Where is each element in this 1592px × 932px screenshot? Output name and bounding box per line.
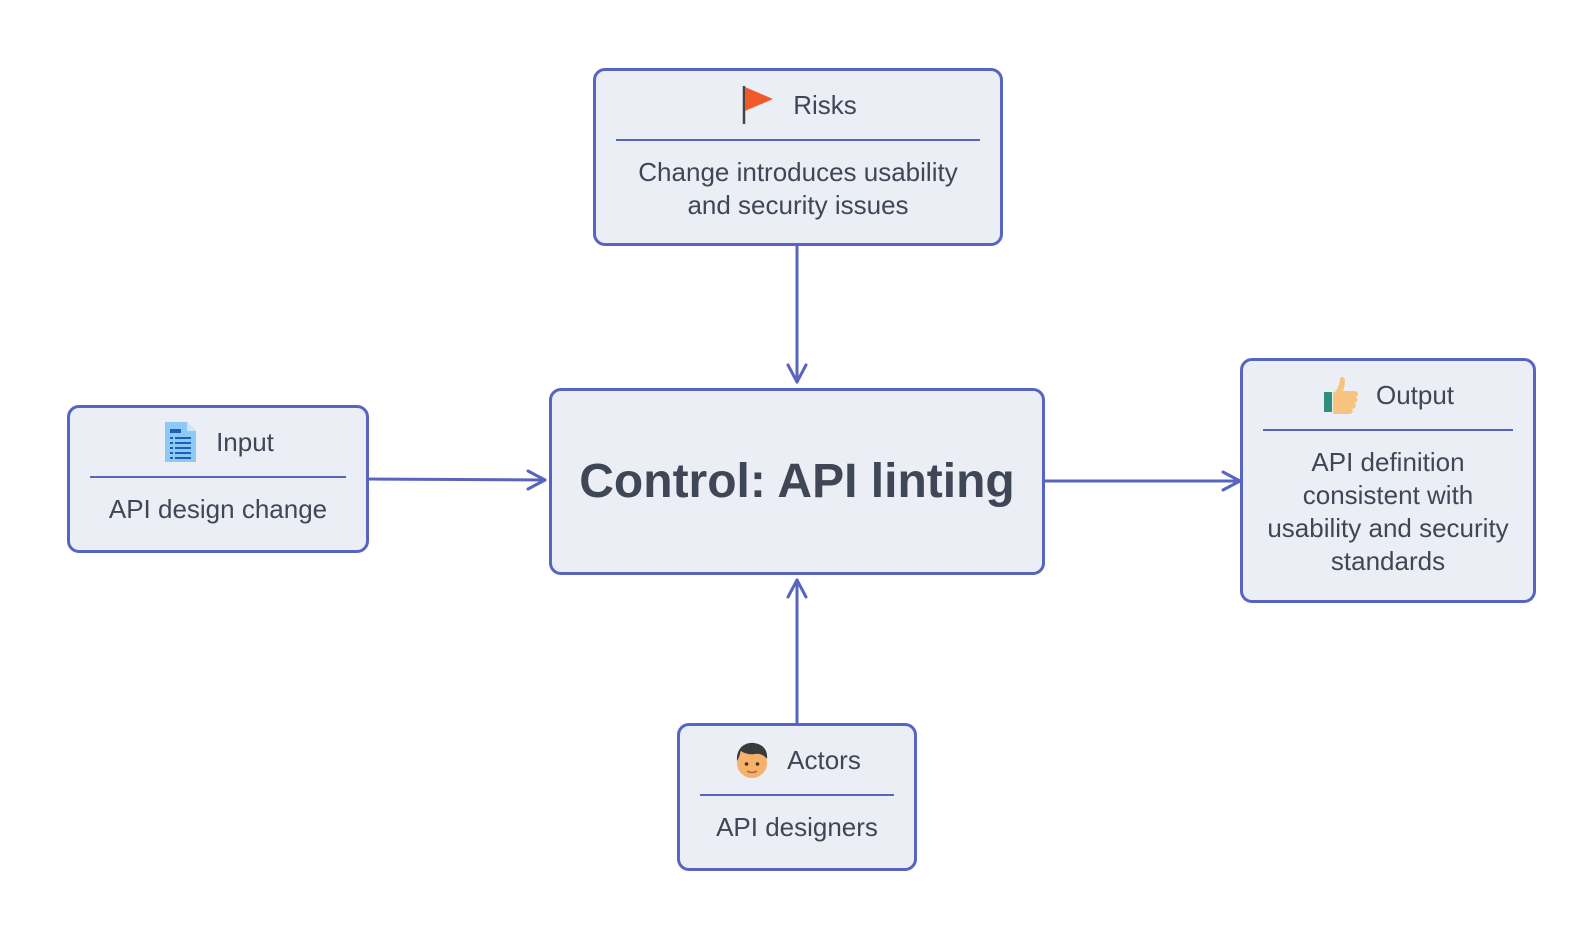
risks-text: Change introduces usability and security… [638, 157, 958, 220]
document-icon [162, 421, 198, 463]
output-label: Output [1375, 379, 1455, 410]
actors-header: Actors [680, 726, 914, 794]
input-label: Input [216, 426, 274, 457]
risks-header: Risks [596, 71, 1000, 139]
input-divider [90, 476, 346, 478]
input-box: Input API design change [67, 405, 369, 553]
actors-divider [700, 794, 894, 796]
output-divider [1263, 429, 1513, 431]
control-title: Control: API linting [579, 455, 1015, 508]
arrow-input-to-control [367, 477, 547, 482]
control-box: Control: API linting [549, 388, 1045, 575]
output-box: Output API definition consistent with us… [1240, 358, 1536, 603]
arrowhead-risks [786, 363, 808, 384]
actors-label: Actors [787, 744, 861, 775]
arrowhead-actors [786, 578, 808, 599]
output-header: Output [1243, 361, 1533, 429]
risks-divider [616, 139, 980, 141]
input-text: API design change [108, 494, 328, 524]
output-text: API definition consistent with usability… [1267, 447, 1509, 576]
input-header: Input [70, 408, 366, 476]
thumbs-up-icon [1322, 374, 1358, 416]
arrowhead-input [526, 469, 547, 491]
risks-label: Risks [793, 89, 857, 120]
person-icon [733, 739, 769, 781]
risks-box: Risks Change introduces usability and se… [593, 68, 1003, 246]
actors-box: Actors API designers [677, 723, 917, 871]
actors-text: API designers [716, 812, 878, 842]
red-flag-icon [739, 84, 775, 126]
